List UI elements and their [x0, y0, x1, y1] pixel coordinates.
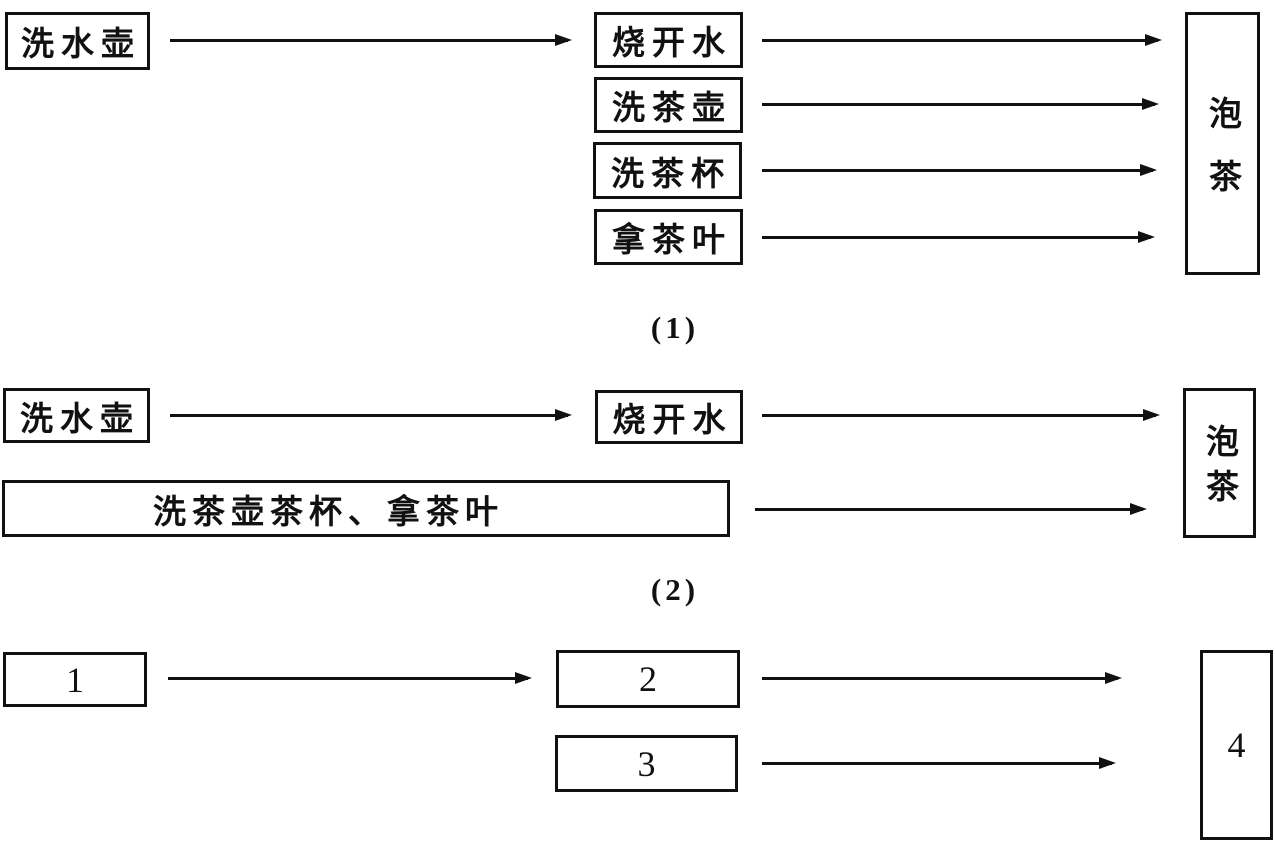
fig1-arrow-boil-to-brew — [762, 34, 1162, 46]
fig2-box-brew-tea: 泡茶 — [1183, 388, 1256, 538]
fig2-arrow-kettle-to-boil — [170, 409, 572, 421]
fig3-arrow-3-to-4 — [762, 757, 1116, 769]
fig1-arrow-teapot-to-brew — [762, 98, 1159, 110]
fig1-box-wash-teacups-label: 洗茶杯 — [611, 153, 731, 193]
fig2-caption: (2) — [650, 572, 700, 607]
fig3-arrow-2-to-4 — [762, 672, 1122, 684]
fig2-box-wash-kettle: 洗水壶 — [3, 388, 150, 443]
fig1-box-wash-teacups: 洗茶杯 — [593, 142, 742, 199]
fig2-box-brew-tea-label: 泡茶 — [1200, 424, 1240, 514]
fig2-box-combined-tasks: 洗茶壶茶杯、拿茶叶 — [2, 480, 730, 537]
fig1-box-get-tea-leaves: 拿茶叶 — [594, 209, 743, 265]
fig3-box-2-label: 2 — [639, 659, 657, 699]
fig1-box-wash-kettle-label: 洗水壶 — [21, 24, 141, 63]
fig1-box-brew-tea-label: 泡茶 — [1203, 95, 1243, 222]
fig2-box-combined-tasks-label: 洗茶壶茶杯、拿茶叶 — [153, 491, 504, 531]
fig3-arrow-1-to-2 — [168, 672, 532, 684]
fig1-arrow-teacups-to-brew — [762, 164, 1157, 176]
fig1-box-wash-teapot: 洗茶壶 — [594, 77, 743, 133]
fig3-box-1-label: 1 — [66, 659, 84, 700]
fig3-box-4-label: 4 — [1227, 725, 1246, 765]
fig1-box-boil-water: 烧开水 — [594, 12, 743, 68]
fig1-box-wash-teapot-label: 洗茶壶 — [612, 88, 732, 127]
fig1-box-wash-kettle: 洗水壶 — [5, 12, 150, 70]
fig1-arrow-leaves-to-brew — [762, 231, 1155, 243]
fig1-caption: (1) — [650, 310, 700, 345]
fig1-box-brew-tea: 泡茶 — [1185, 12, 1260, 275]
fig3-box-2: 2 — [556, 650, 740, 708]
fig2-arrow-combined-to-brew — [755, 503, 1147, 515]
fig3-box-4: 4 — [1200, 650, 1273, 840]
fig1-box-boil-water-label: 烧开水 — [612, 23, 732, 62]
fig1-arrow-kettle-to-steps — [170, 34, 572, 46]
fig3-box-1: 1 — [3, 652, 147, 707]
fig2-box-boil-water-label: 烧开水 — [612, 400, 733, 439]
fig3-box-3-label: 3 — [637, 743, 656, 784]
fig1-box-get-tea-leaves-label: 拿茶叶 — [612, 220, 732, 259]
fig2-box-wash-kettle-label: 洗水壶 — [20, 398, 140, 438]
fig2-box-boil-water: 烧开水 — [595, 390, 743, 444]
fig2-arrow-boil-to-brew — [762, 409, 1160, 421]
fig3-box-3: 3 — [555, 735, 738, 792]
